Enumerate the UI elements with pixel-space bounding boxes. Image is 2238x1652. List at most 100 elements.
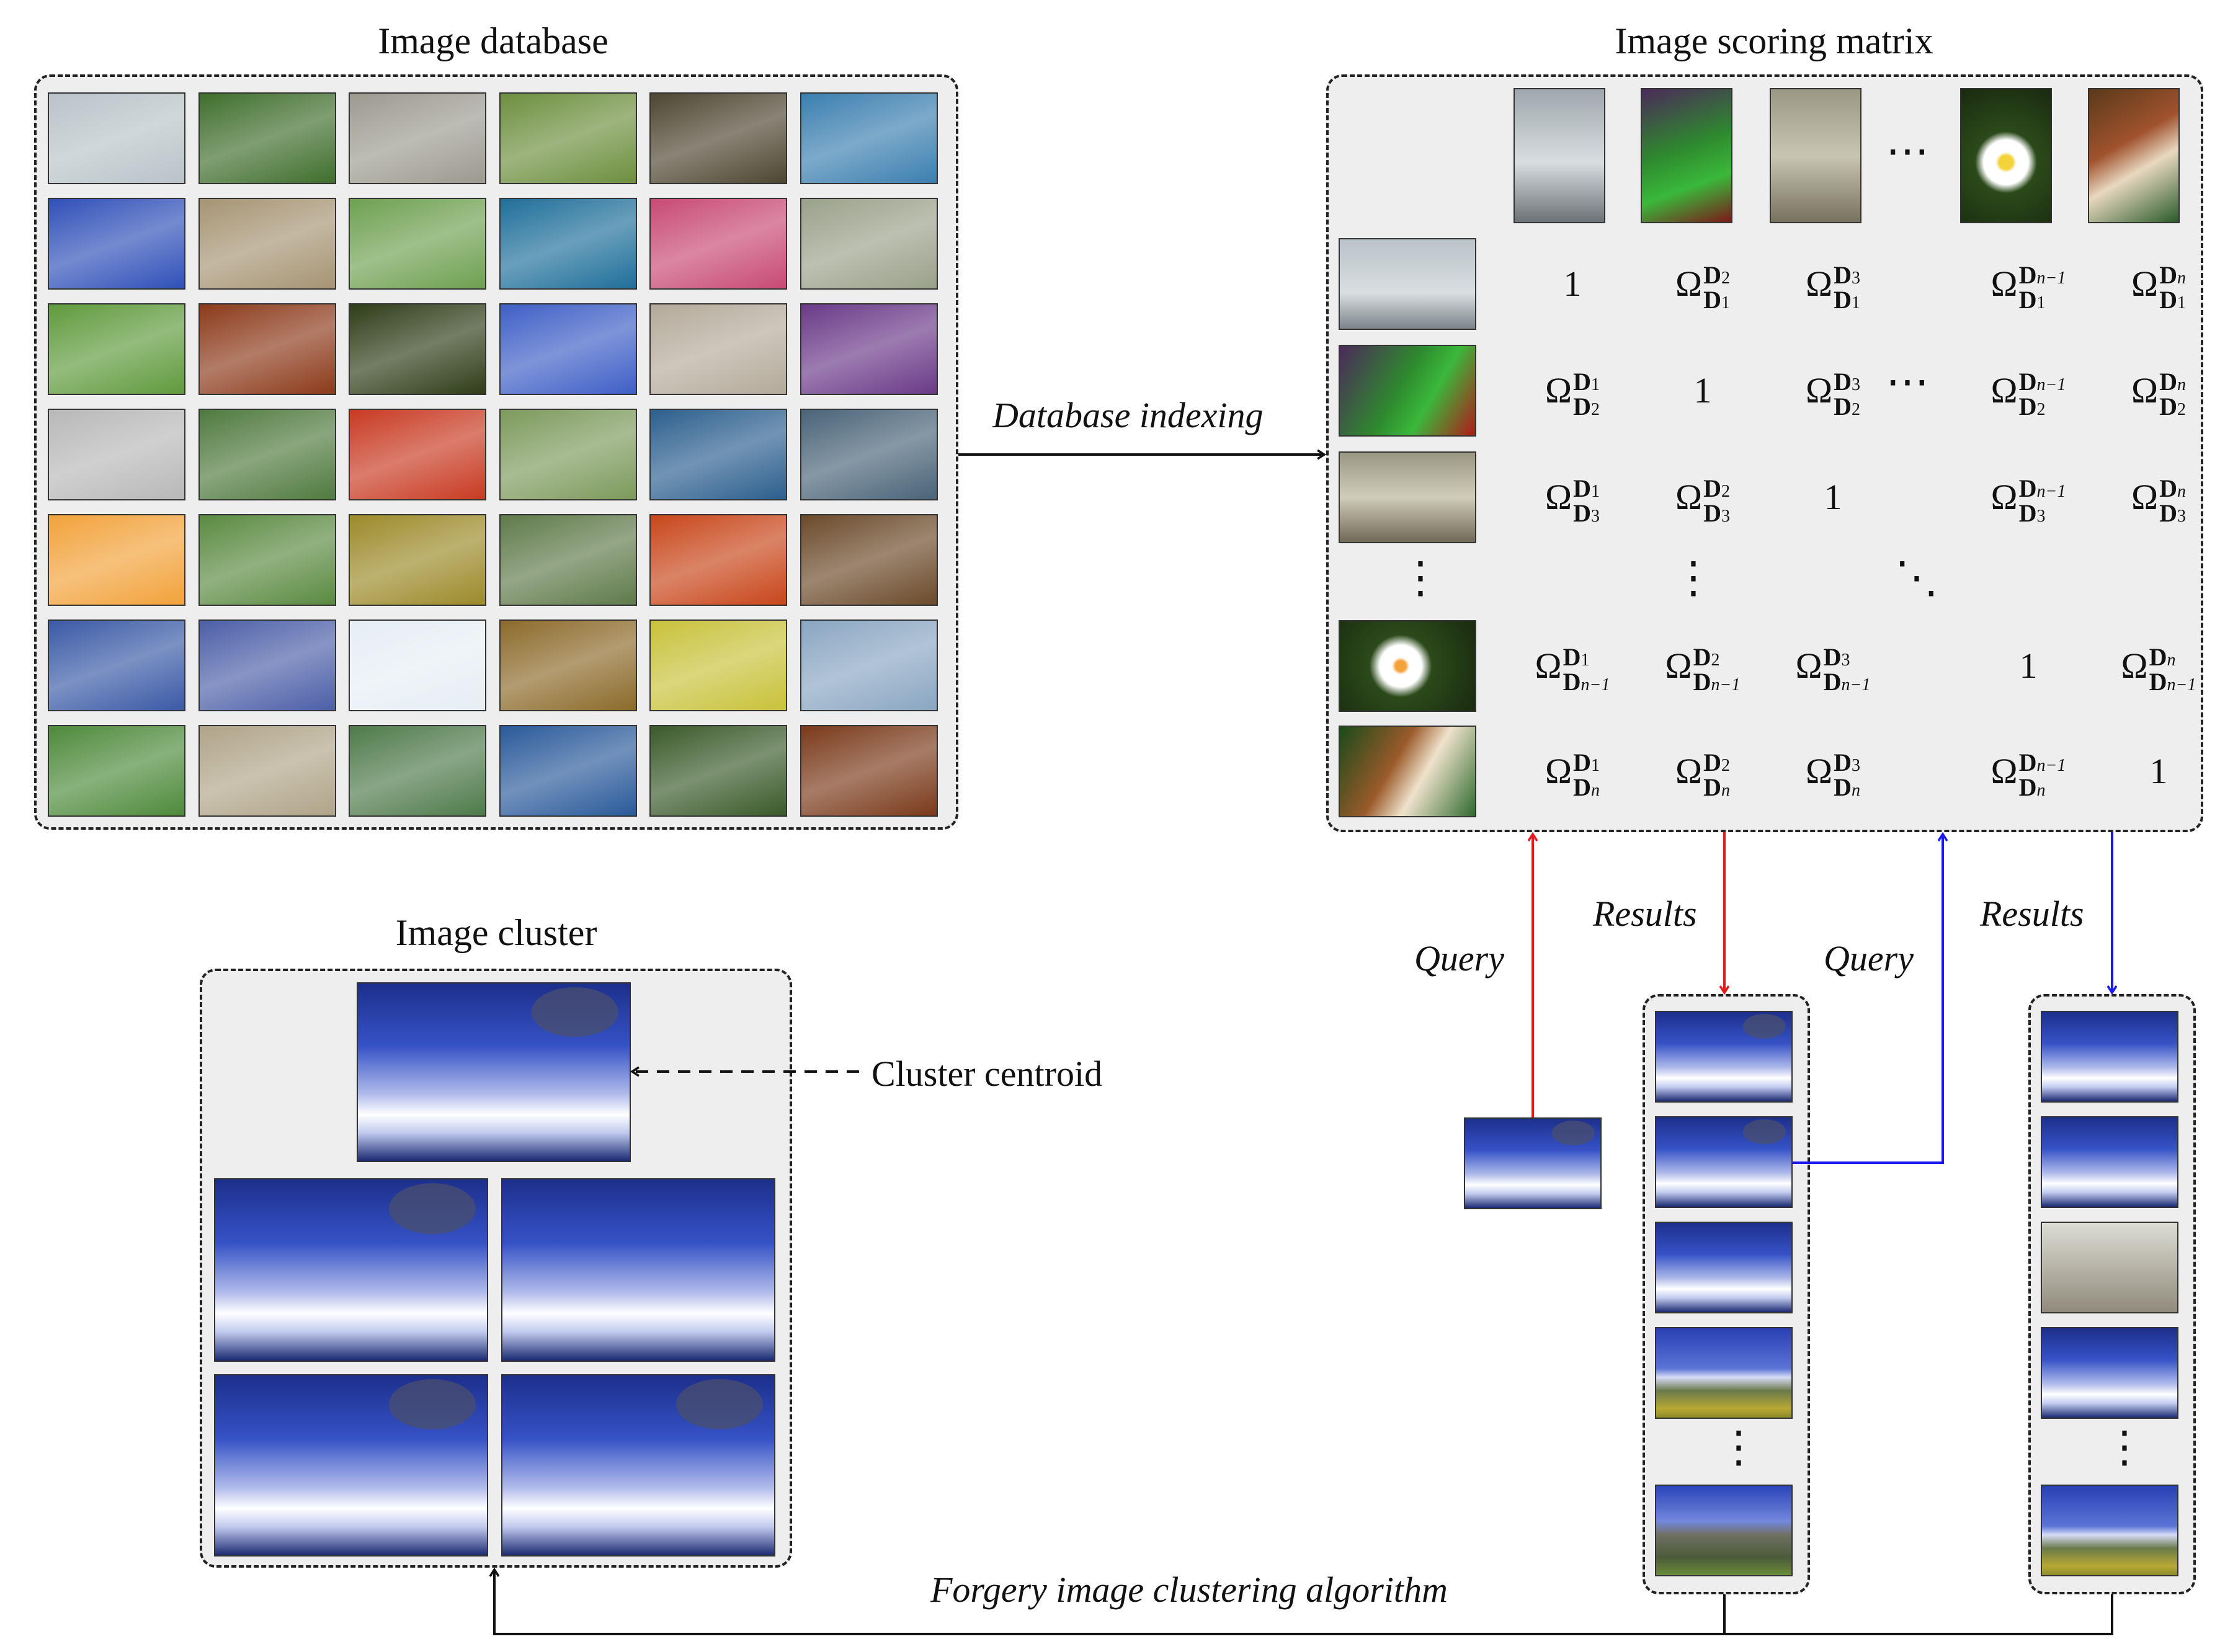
results-1-ellipsis: ⋮	[1717, 1424, 1760, 1472]
cluster-image-3	[214, 1374, 488, 1557]
database-image-r2-c5	[649, 198, 787, 290]
database-image-r3-c6	[800, 303, 938, 395]
results-2-image-4	[2041, 1327, 2178, 1419]
database-image-r1-c4	[499, 92, 637, 184]
database-image-r2-c4	[499, 198, 637, 290]
database-image-r5-c4	[499, 514, 637, 606]
results-2-ellipsis: ⋮	[2103, 1424, 2146, 1472]
database-image-r3-c3	[349, 303, 486, 395]
image-database-panel	[34, 74, 958, 830]
cluster-image-2	[501, 1178, 775, 1362]
query-label-1: Query	[1414, 938, 1504, 979]
database-image-r2-c6	[800, 198, 938, 290]
matrix-cell-diagonal: 1	[2149, 751, 2168, 791]
results-1-image-4	[1655, 1327, 1793, 1419]
database-image-r6-c1	[48, 620, 185, 711]
matrix-header-image-3	[1770, 88, 1861, 223]
database-image-r6-c3	[349, 620, 486, 711]
matrix-header-ellipsis: ⋯	[1886, 128, 1929, 175]
results-1-image-3	[1655, 1222, 1793, 1313]
database-image-r4-c2	[198, 409, 336, 500]
matrix-row-image-2	[1339, 345, 1476, 437]
matrix-cell-diagonal: 1	[1563, 264, 1582, 304]
database-image-r5-c2	[198, 514, 336, 606]
database-indexing-label: Database indexing	[992, 395, 1264, 435]
matrix-row-image-n	[1339, 726, 1476, 817]
results-2-image-3	[2041, 1222, 2178, 1313]
database-image-r3-c5	[649, 303, 787, 395]
forgery-clustering-label: Forgery image clustering algorithm	[930, 1570, 1448, 1610]
query-label-2: Query	[1824, 938, 1914, 979]
results-1-image-last	[1655, 1485, 1793, 1576]
matrix-row-image-3	[1339, 451, 1476, 543]
results-2-image-2	[2041, 1116, 2178, 1208]
results-label-1: Results	[1593, 894, 1697, 934]
database-image-r4-c4	[499, 409, 637, 500]
results-2-image-last	[2041, 1485, 2178, 1576]
matrix-row-image-n-minus-1	[1339, 620, 1476, 712]
matrix-row-ellipsis: ⋮	[1399, 554, 1442, 602]
database-image-r7-c1	[48, 725, 185, 817]
database-image-r1-c3	[349, 92, 486, 184]
database-image-r4-c5	[649, 409, 787, 500]
results-2-image-1	[2041, 1011, 2178, 1103]
matrix-diagonal-ellipsis: ⋱	[1895, 554, 1938, 602]
database-image-r6-c6	[800, 620, 938, 711]
database-image-r2-c2	[198, 198, 336, 290]
database-image-r4-c3	[349, 409, 486, 500]
results-1-image-2	[1655, 1116, 1793, 1208]
database-image-r7-c5	[649, 725, 787, 817]
database-image-r1-c2	[198, 92, 336, 184]
matrix-cell-diagonal: 1	[1824, 477, 1842, 517]
cluster-centroid-label: Cluster centroid	[872, 1054, 1103, 1094]
matrix-header-image-n-minus-1	[1960, 88, 2052, 223]
database-image-r6-c4	[499, 620, 637, 711]
database-image-r5-c3	[349, 514, 486, 606]
cluster-image-4	[501, 1374, 775, 1557]
matrix-cell-diagonal: 1	[2019, 646, 2038, 686]
database-image-r3-c1	[48, 303, 185, 395]
query-image	[1464, 1117, 1602, 1209]
matrix-header-image-1	[1514, 88, 1605, 223]
database-image-r7-c3	[349, 725, 486, 817]
cluster-centroid-image	[357, 982, 631, 1162]
scoring-matrix-title: Image scoring matrix	[1615, 20, 1933, 61]
database-image-r1-c1	[48, 92, 185, 184]
database-image-r5-c5	[649, 514, 787, 606]
database-image-r7-c6	[800, 725, 938, 817]
database-image-r6-c5	[649, 620, 787, 711]
database-image-r5-c6	[800, 514, 938, 606]
matrix-col2-ellipsis: ⋮	[1672, 554, 1715, 602]
matrix-cell-diagonal: 1	[1693, 370, 1712, 411]
results-1-image-1	[1655, 1011, 1793, 1103]
matrix-row-image-1	[1339, 238, 1476, 330]
query-2-arrow	[1793, 835, 1943, 1164]
cluster-title: Image cluster	[395, 912, 597, 953]
database-image-r2-c3	[349, 198, 486, 290]
database-image-r5-c1	[48, 514, 185, 606]
database-image-r7-c2	[198, 725, 336, 817]
database-image-r3-c2	[198, 303, 336, 395]
database-image-r7-c4	[499, 725, 637, 817]
cluster-image-1	[214, 1178, 488, 1362]
